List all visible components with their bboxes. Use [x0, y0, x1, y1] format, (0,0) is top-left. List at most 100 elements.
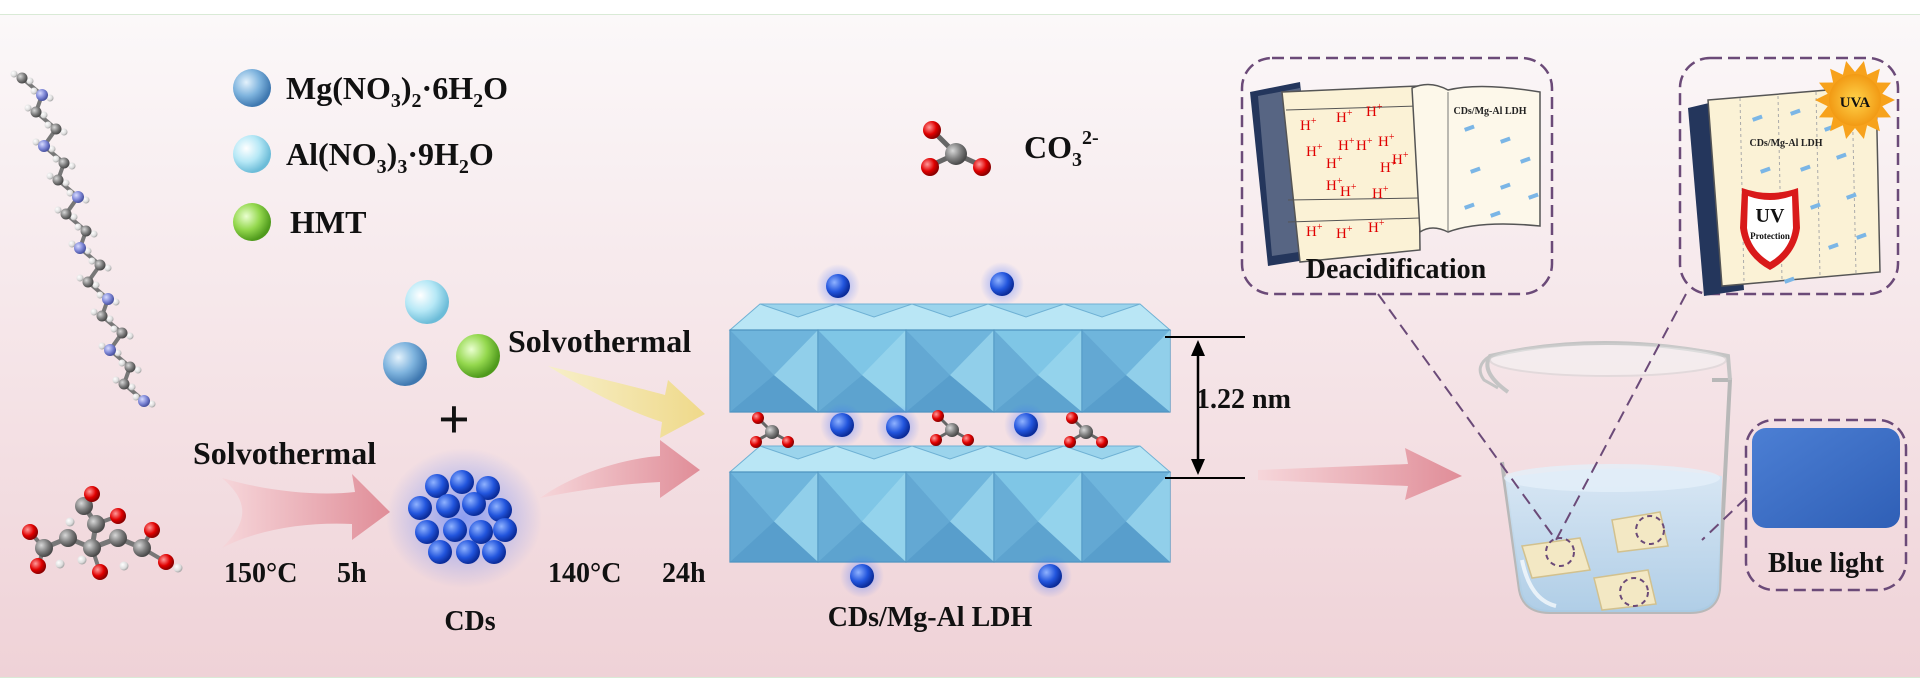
- mg-precursor-sphere: [383, 342, 427, 386]
- hydrogen-atom: [65, 517, 75, 527]
- carbon-dot: [443, 518, 467, 542]
- ldh-speck: [1499, 136, 1511, 144]
- arrow-step-2-pink: [540, 440, 700, 498]
- carbonate-molecule-icon: [921, 121, 991, 176]
- proton-mark: H+: [1338, 136, 1355, 154]
- atom: [82, 276, 94, 288]
- polyamine-molecule: [10, 70, 156, 408]
- ldh-speck: [1856, 232, 1867, 240]
- atom: [30, 106, 42, 118]
- deacidification-panel: CDs/Mg-Al LDH H+H+H+H+H+H+H+H+H+H+H+H+H+…: [1240, 56, 1557, 541]
- carbon-dot: [488, 498, 512, 522]
- ldh-speck: [1463, 124, 1475, 132]
- hydrogen-atom: [119, 561, 129, 571]
- carbon-dot: [830, 413, 854, 437]
- proton-mark: H+: [1368, 218, 1385, 236]
- proton-mark: H+: [1378, 132, 1395, 150]
- carbon-dot: [415, 520, 439, 544]
- proton-mark: H+: [1392, 150, 1409, 168]
- uv-paper-label: CDs/Mg-Al LDH: [1749, 138, 1822, 149]
- proton-mark: H+: [1336, 108, 1353, 126]
- proton-mark: H+: [1306, 222, 1323, 240]
- carbon-dot: [462, 492, 486, 516]
- proton-marks: H+H+H+H+H+H+H+H+H+H+H+H+H+H+H+H+: [1300, 102, 1409, 242]
- ldh-speck: [1809, 202, 1821, 210]
- atom: [102, 293, 114, 305]
- uva-sun-icon: [1815, 61, 1895, 139]
- proton-mark: H+: [1366, 102, 1383, 120]
- proton-mark: H+: [1340, 182, 1357, 200]
- carbon-atom: [75, 497, 93, 515]
- hmt-sphere-icon: [233, 203, 271, 241]
- spacing-label: 1.22 nm: [1196, 384, 1291, 415]
- plus-sign: +: [438, 389, 470, 451]
- carbon-dot: [428, 540, 452, 564]
- atom: [38, 140, 50, 152]
- carbon-dot: [408, 496, 432, 520]
- condition-1-temp: 150°C: [224, 558, 297, 589]
- carbon-atom: [83, 539, 101, 557]
- arrow-step-1: [222, 474, 390, 548]
- atom: [16, 72, 28, 84]
- proton-mark: H+: [1300, 116, 1317, 134]
- mg-sphere-icon: [233, 69, 271, 107]
- al-legend-label: Al(NO3)3·9H2O: [286, 136, 494, 178]
- atom: [116, 327, 128, 339]
- condition-2-time: 24h: [662, 558, 706, 589]
- hmt-precursor-sphere: [456, 334, 500, 378]
- ldh-speck: [1784, 276, 1795, 284]
- beaker: [1478, 341, 1733, 614]
- atom: [94, 259, 106, 271]
- carbon-dot: [469, 520, 493, 544]
- atom: [60, 208, 72, 220]
- citric-acid-molecule: [22, 486, 183, 580]
- ldh-speck: [1470, 166, 1481, 174]
- carbon-dot: [476, 476, 500, 500]
- ldh-speck: [1752, 114, 1763, 122]
- ldh-speck: [1519, 156, 1531, 164]
- atom: [52, 174, 64, 186]
- oxygen-atom: [92, 564, 108, 580]
- arrow-step-2-yellow: [548, 366, 705, 438]
- carbon-dot: [886, 415, 910, 439]
- interlayer-spacing-marker: [1165, 336, 1245, 479]
- carbon-atom: [109, 529, 127, 547]
- blue-light-label: Blue light: [1768, 548, 1885, 579]
- solvothermal-label-2: Solvothermal: [508, 323, 691, 359]
- ldh-speck: [1760, 166, 1771, 174]
- uv-protection-panel: CDs/Mg-Al LDH UVA UV Protection: [1555, 56, 1900, 541]
- ldh-speck: [1828, 242, 1839, 250]
- carbon-atom: [59, 529, 77, 547]
- ldh-speck: [1845, 192, 1857, 200]
- carbon-dot: [1038, 564, 1062, 588]
- carbon-atom: [35, 539, 53, 557]
- proton-mark: H+: [1326, 176, 1343, 194]
- oxygen-atom: [110, 508, 126, 524]
- carbon-dot: [482, 540, 506, 564]
- carbon-dot: [456, 540, 480, 564]
- ldh-specks: [1752, 108, 1867, 284]
- carbon-dot: [850, 564, 874, 588]
- shield-subtitle: Protection: [1750, 231, 1790, 241]
- uv-shield-icon: [1740, 188, 1800, 270]
- proton-mark: H+: [1372, 184, 1389, 202]
- atom: [96, 310, 108, 322]
- atom: [50, 123, 62, 135]
- carbon-dot: [1014, 413, 1038, 437]
- hmt-legend-label: HMT: [290, 204, 366, 240]
- carbonate-ion: [945, 423, 959, 437]
- atom: [138, 395, 150, 407]
- hydrogen-atom: [77, 555, 87, 565]
- carbon-dot: [493, 518, 517, 542]
- condition-2-temp: 140°C: [548, 558, 621, 589]
- proton-mark: H+: [1356, 136, 1373, 154]
- al-sphere-icon: [233, 135, 271, 173]
- carbon-dot: [826, 274, 850, 298]
- ldh-speck: [1499, 182, 1511, 190]
- blue-light-swatch: [1752, 428, 1900, 528]
- carbon-dot: [450, 470, 474, 494]
- solvothermal-label-1: Solvothermal: [193, 435, 376, 471]
- cds-cluster: [386, 448, 542, 588]
- proton-mark: H+: [1306, 142, 1323, 160]
